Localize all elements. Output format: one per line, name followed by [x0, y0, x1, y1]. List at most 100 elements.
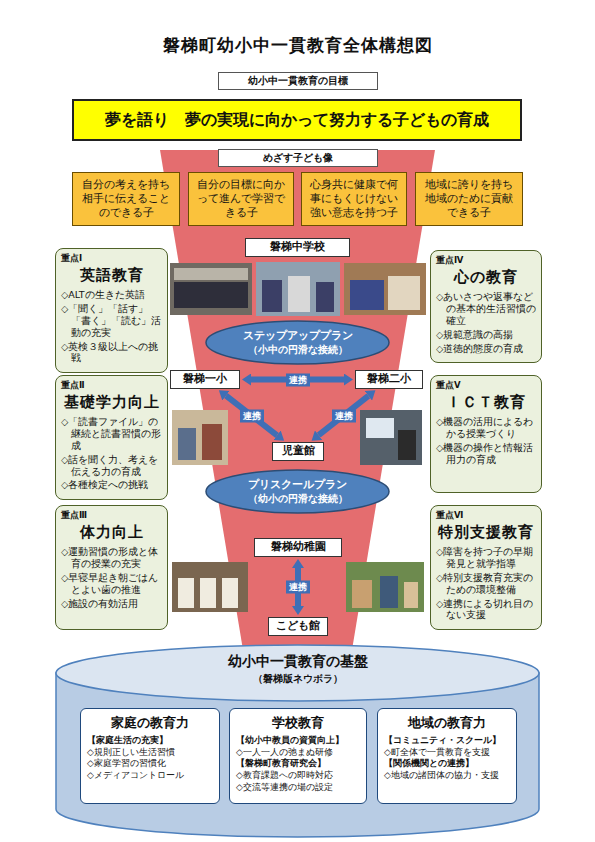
priority-number: 重点Ⅳ — [436, 255, 536, 267]
bullet-item: ◇話を聞く力、考えを伝える力の育成 — [61, 454, 162, 478]
plan-ellipse: ステップアッププラン（小中の円滑な接続） — [205, 320, 390, 365]
link-label: 連携 — [332, 409, 356, 422]
diagram-title: 磐梯町幼小中一貫教育全体構想図 — [0, 34, 595, 57]
cylinder-top — [56, 645, 539, 701]
bullet-item: ◇各種検定への挑戦 — [61, 479, 162, 491]
bullet-item: ◇運動習慣の形成と体育の授業の充実 — [61, 546, 162, 570]
box-subheading: 【幼小中教員の資質向上】 — [236, 735, 360, 747]
ellipse-outline — [205, 320, 390, 365]
foundation-box: 家庭の教育力【家庭生活の充実】◇規則正しい生活習慣◇家庭学習の習慣化◇メディアコ… — [80, 708, 220, 804]
link-label: 連携 — [286, 373, 310, 386]
photo — [170, 263, 252, 315]
goal-box: 夢を語り 夢の実現に向かって努力する子どもの育成 — [72, 99, 522, 141]
section-tag: めざす子ども像 — [218, 149, 378, 167]
box-subheading: 【関係機関との連携】 — [384, 758, 510, 770]
link-arrow — [226, 396, 277, 436]
link-label: 連携 — [240, 409, 264, 422]
bullet-item: ◇機器の操作と情報活用力の育成 — [436, 442, 536, 466]
box-heading: プリスクールプラン — [248, 478, 347, 492]
priority-number: 重点Ⅰ — [61, 253, 162, 265]
box-heading: 英語教育 — [61, 266, 162, 285]
box-text: 幼小中一貫教育の目標 — [219, 73, 377, 89]
box-subheading: 【コミュニティ・スクール】 — [384, 735, 510, 747]
link-arrow — [319, 396, 369, 435]
bullet-item: ◇地域の諸団体の協力・支援 — [384, 770, 510, 782]
bullet-item: ◇家庭学習の習慣化 — [87, 758, 213, 770]
box-text: 磐梯中学校 — [246, 239, 349, 255]
bullet-item: ◇あいさつや返事などの基本的生活習慣の確立 — [436, 291, 536, 327]
priority-box: 重点ⅤＩＣＴ教育 ◇機器の活用によるわかる授業づくり◇機器の操作と情報活用力の育成 — [430, 375, 542, 493]
box-text: 地域に誇りを持ち地域のために貢献できる子 — [421, 178, 517, 221]
school-box: 磐梯中学校 — [245, 238, 350, 257]
ellipse-outline — [205, 469, 390, 514]
priority-box: 重点Ⅲ体力向上 ◇運動習慣の形成と体育の授業の充実◇早寝早起き朝ごはんとよい歯の推… — [55, 505, 168, 630]
photo — [172, 562, 248, 612]
box-heading: 学校教育 — [236, 714, 360, 732]
aim-box: 地域に誇りを持ち地域のために貢献できる子 — [415, 172, 523, 226]
priority-number: 重点Ⅱ — [61, 380, 162, 392]
plan-ellipse: プリスクールプラン（幼小の円滑な接続） — [205, 469, 390, 514]
funnel-band — [160, 150, 435, 662]
bullet-item: ◇障害を持つ子の早期発見と就学指導 — [436, 546, 536, 570]
bullet-item: ◇メディアコントロール — [87, 770, 213, 782]
bullet-item: ◇教育課題への即時対応 — [236, 770, 360, 782]
priority-number: 重点Ⅴ — [436, 380, 536, 392]
priority-box: 重点Ⅵ特別支援教育 ◇障害を持つ子の早期発見と就学指導◇特別支援教育充実のための環… — [430, 505, 542, 630]
box-text: めざす子ども像 — [219, 150, 377, 166]
bullet-item: ◇早寝早起き朝ごはんとよい歯の推進 — [61, 572, 162, 596]
bullet-item: ◇町全体で一貫教育を支援 — [384, 747, 510, 759]
bullet-item: ◇「読書ファイル」の継続と読書習慣の形成 — [61, 416, 162, 452]
box-heading: 心の教育 — [436, 268, 536, 287]
box-heading: 体力向上 — [61, 523, 162, 542]
school-box: 児童館 — [272, 442, 324, 461]
box-heading: ステップアッププラン — [243, 329, 353, 343]
box-text: こども館 — [269, 618, 327, 634]
bullet-item: ◇規則正しい生活習慣 — [87, 747, 213, 759]
bullet-item: ◇連携による切れ目のない支援 — [436, 598, 536, 622]
box-subheading: （小中の円滑な接続） — [248, 343, 348, 357]
bullet-item: ◇ALTの生きた英語 — [61, 289, 162, 301]
foundation-cylinder: 幼小中一貫教育の基盤 （磐梯版ネウボラ） 家庭の教育力【家庭生活の充実】◇規則正しい… — [55, 644, 540, 838]
box-heading: 基礎学力向上 — [61, 393, 162, 412]
school-box: 磐梯幼稚園 — [254, 538, 342, 557]
box-text: 児童館 — [273, 443, 323, 459]
bullet-item: ◇交流等連携の場の設定 — [236, 782, 360, 794]
photo — [360, 410, 422, 465]
bullet-item: ◇特別支援教育充実のための環境整備 — [436, 572, 536, 596]
box-text: 自分の考えを持ち相手に伝えることのできる子 — [78, 178, 174, 221]
box-heading: ＩＣＴ教育 — [436, 393, 536, 412]
aim-box: 自分の考えを持ち相手に伝えることのできる子 — [72, 172, 180, 226]
ellipse-shape — [206, 321, 389, 364]
box-text: 磐梯一小 — [171, 371, 239, 387]
box-subheading: （幼小の円滑な接続） — [248, 492, 348, 506]
box-text: 磐梯二小 — [356, 371, 422, 387]
box-subheading: （磐梯版ネウボラ） — [55, 672, 540, 686]
priority-box: 重点Ⅰ英語教育◇ALTの生きた英語◇「聞く」「話す」「書く」「読む」活動の充実◇… — [55, 248, 168, 373]
box-text: 夢を語り 夢の実現に向かって努力する子どもの育成 — [105, 110, 489, 131]
photo — [172, 410, 228, 465]
photo — [344, 263, 426, 315]
box-text: 心身共に健康で何事にもくじけない強い意志を持つ子 — [307, 178, 401, 221]
box-heading: 幼小中一貫教育の基盤 — [55, 652, 540, 670]
school-box: 磐梯二小 — [355, 370, 423, 389]
box-heading: 地域の教育力 — [384, 714, 510, 732]
school-box: 磐梯一小 — [170, 370, 240, 389]
photo — [346, 562, 424, 612]
box-subheading: 【磐梯町教育研究会】 — [236, 758, 360, 770]
box-heading: 特別支援教育 — [436, 523, 536, 542]
priority-box: 重点Ⅳ心の教育 ◇あいさつや返事などの基本的生活習慣の確立 ◇規範意識の高揚 ◇道徳的… — [430, 250, 542, 363]
photo — [256, 262, 340, 316]
box-text: 磐梯幼稚園 — [255, 539, 341, 555]
bullet-item: ◇施設の有効活用 — [61, 598, 162, 610]
priority-box: 重点Ⅱ基礎学力向上 ◇「読書ファイル」の継続と読書習慣の形成◇話を聞く力、考えを伝… — [55, 375, 168, 500]
priority-number: 重点Ⅵ — [436, 510, 536, 522]
bullet-item: ◇規範意識の高揚 — [436, 329, 536, 341]
foundation-box: 地域の教育力【コミュニティ・スクール】◇町全体で一貫教育を支援【関係機関との連携… — [377, 708, 517, 804]
bullet-item: ◇一人一人の弛まぬ研修 — [236, 747, 360, 759]
bullet-item: ◇機器の活用によるわかる授業づくり — [436, 416, 536, 440]
foundation-box: 学校教育【幼小中教員の資質向上】◇一人一人の弛まぬ研修【磐梯町教育研究会】◇教育… — [229, 708, 367, 804]
box-heading: 家庭の教育力 — [87, 714, 213, 732]
bullet-item: ◇道徳的態度の育成 — [436, 343, 536, 355]
bullet-item: ◇「聞く」「話す」「書く」「読む」活動の充実 — [61, 303, 162, 339]
priority-number: 重点Ⅲ — [61, 510, 162, 522]
